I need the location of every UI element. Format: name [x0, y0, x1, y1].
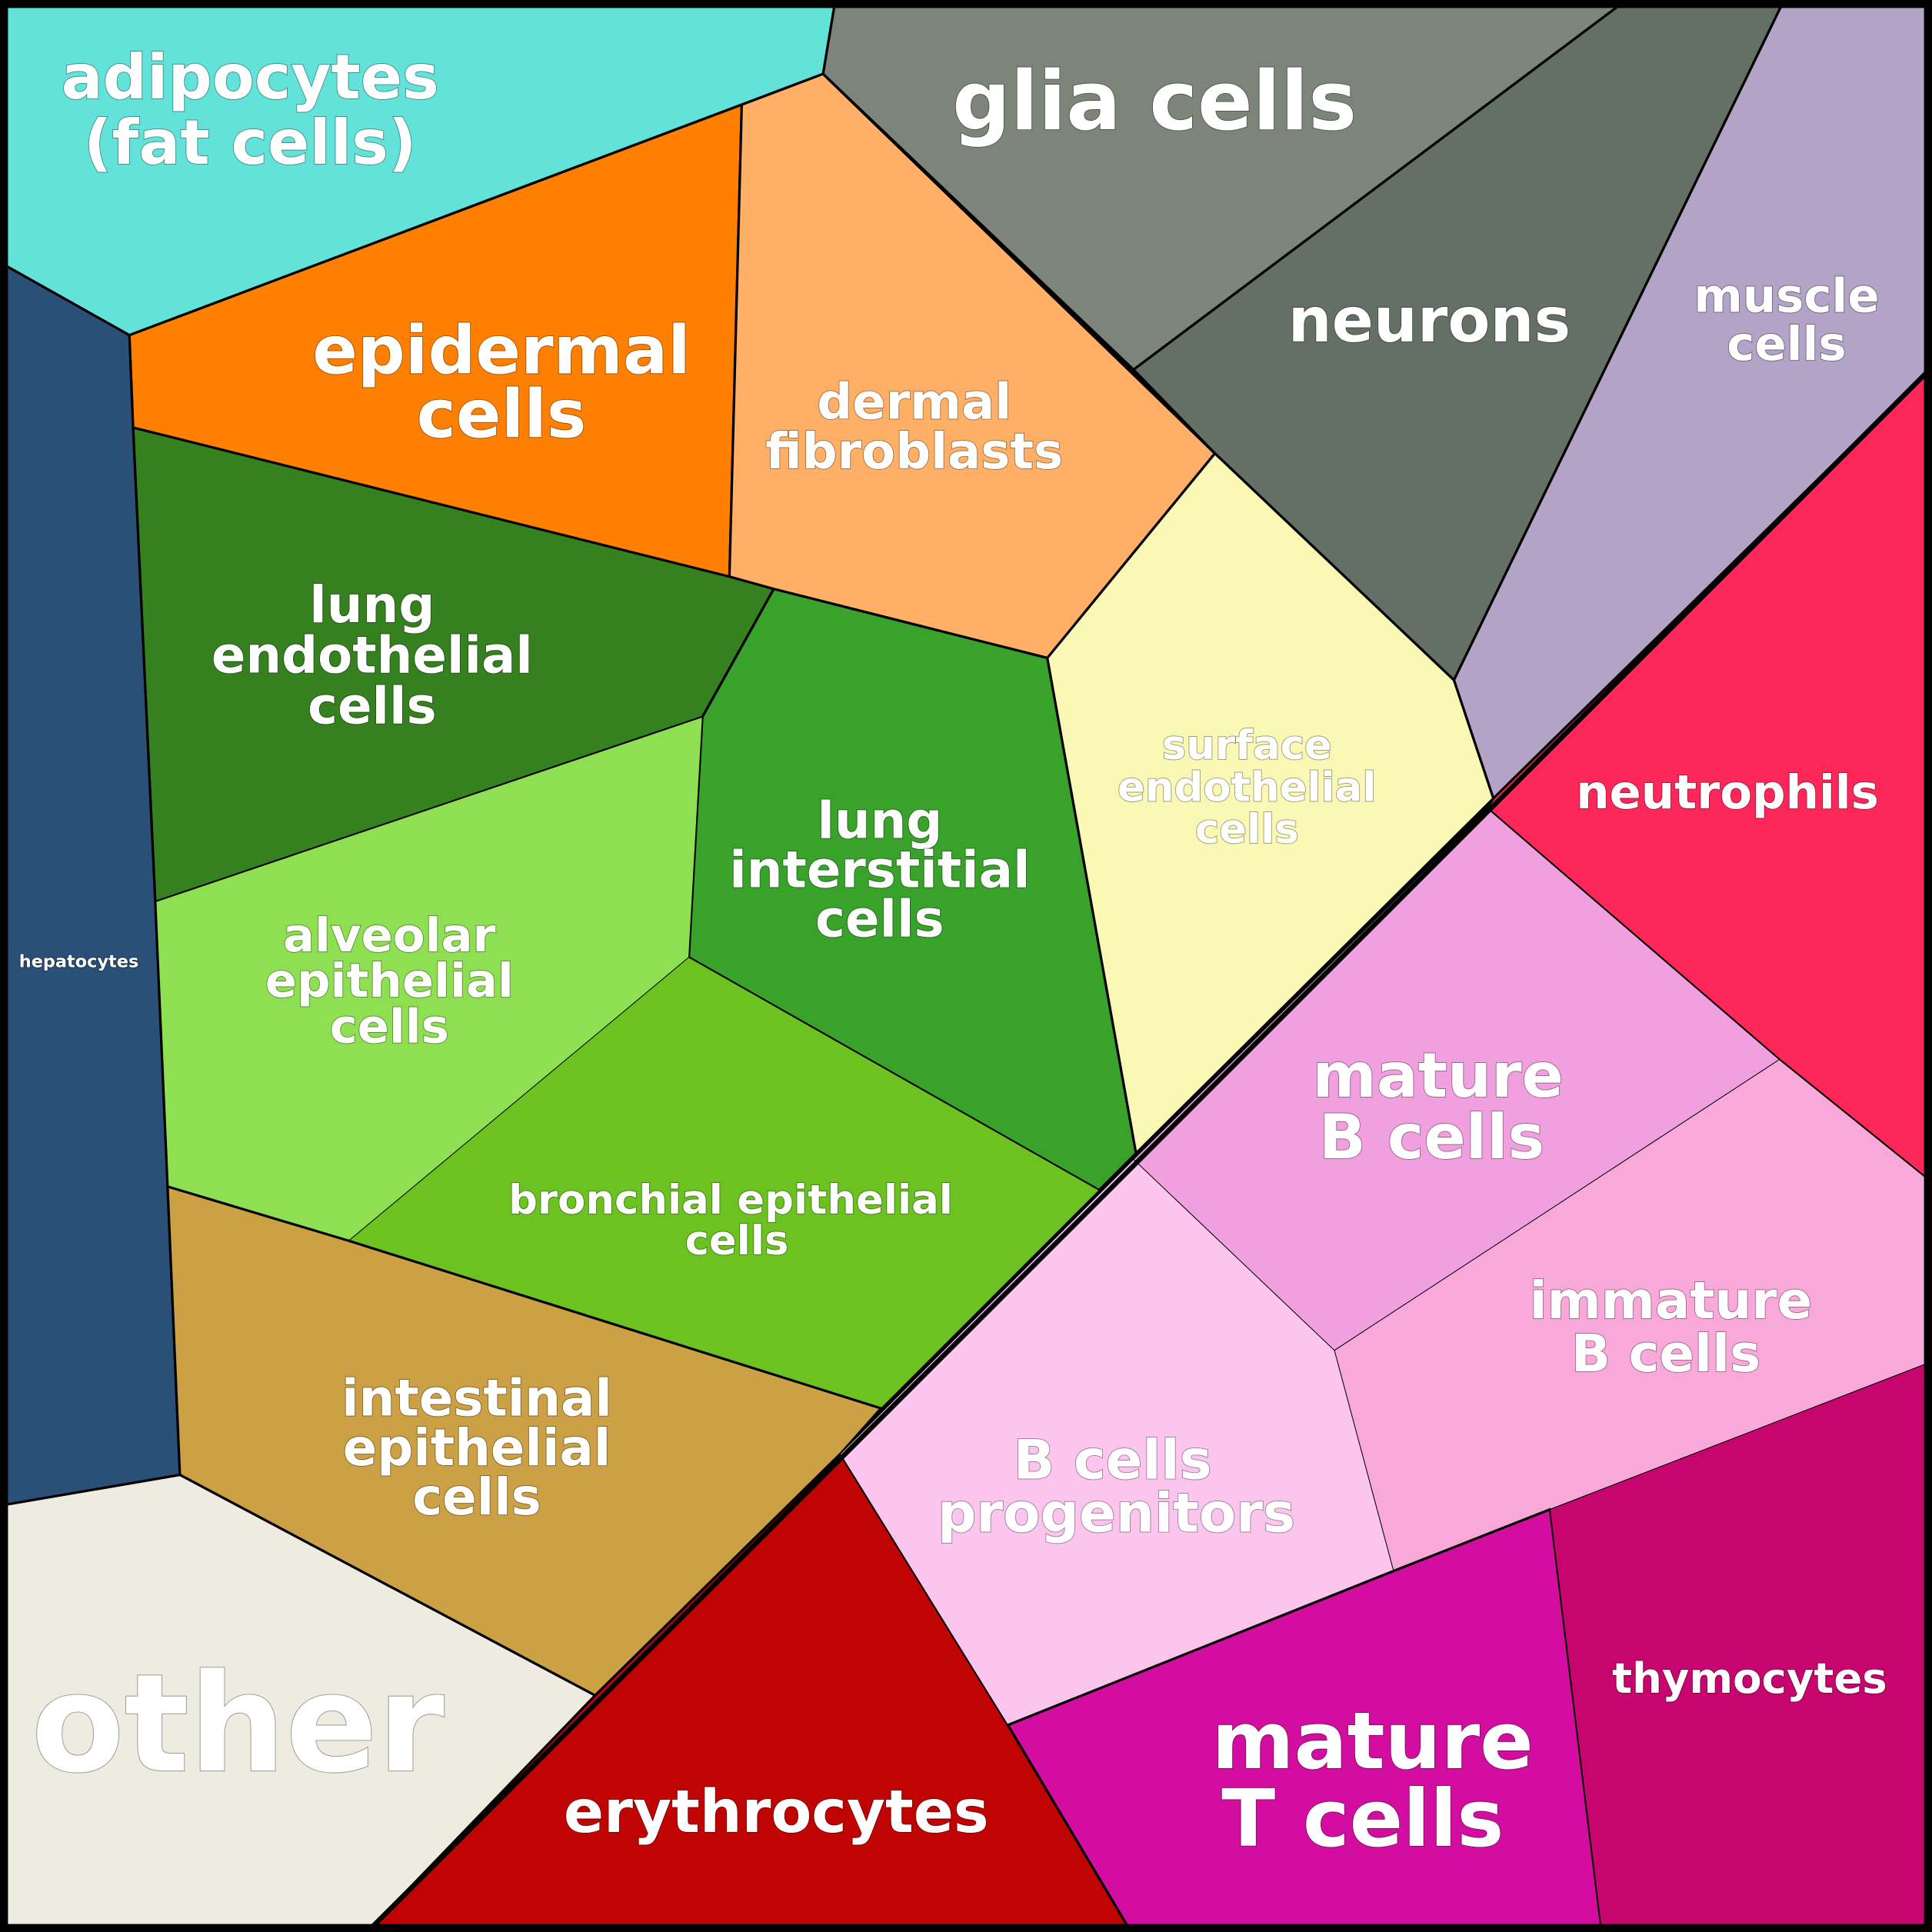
label-muscle: cells [1727, 317, 1846, 371]
label-epidermal: epidermal [312, 312, 691, 389]
label-lung-endothelial: lung [309, 576, 435, 635]
label-alveolar-epithelial: alveolar [283, 908, 496, 963]
label-surface-endothelial: endothelial [1118, 764, 1376, 811]
label-lung-interstitial: interstitial [729, 841, 1030, 899]
label-bronchial-epithelial: bronchial epithelial [508, 1177, 953, 1224]
label-epidermal: cells [417, 377, 587, 454]
cell-surface-endothelial [1046, 451, 1495, 1155]
label-adipocytes: adipocytes [62, 42, 439, 113]
label-neutrophils: neutrophils [1576, 765, 1879, 820]
label-lung-interstitial: cells [815, 891, 944, 949]
label-dermal-fibroblasts: dermal [817, 375, 1011, 431]
label-lung-endothelial: endothelial [212, 627, 533, 685]
label-other: other [32, 1644, 445, 1803]
label-intestinal-epithelial: epithelial [343, 1419, 611, 1477]
label-mature-t-cells: T cells [1221, 1774, 1504, 1865]
label-lung-endothelial: cells [308, 677, 437, 735]
label-hepatocytes: hepatocytes [19, 952, 139, 972]
label-glia: glia cells [952, 54, 1357, 148]
label-alveolar-epithelial: cells [330, 999, 449, 1054]
label-intestinal-epithelial: cells [412, 1468, 541, 1527]
label-thymocytes: thymocytes [1612, 1654, 1887, 1703]
major-divider [365, 365, 1932, 1932]
label-mature-t-cells: mature [1212, 1696, 1534, 1787]
label-adipocytes: (fat cells) [84, 107, 417, 178]
label-mature-b-cells: B cells [1319, 1101, 1544, 1173]
label-intestinal-epithelial: intestinal [341, 1370, 612, 1428]
label-muscle: muscle [1694, 268, 1879, 323]
label-immature-b-cells: B cells [1571, 1324, 1760, 1384]
label-immature-b-cells: immature [1530, 1271, 1812, 1331]
label-lung-interstitial: lung [817, 791, 942, 850]
label-dermal-fibroblasts: fibroblasts [765, 424, 1063, 481]
cell-thymocytes [1549, 1361, 1932, 1932]
label-b-cell-progenitors: progenitors [938, 1481, 1295, 1544]
label-alveolar-epithelial: epithelial [265, 954, 514, 1008]
label-erythrocytes: erythrocytes [564, 1778, 989, 1847]
label-neurons: neurons [1288, 285, 1571, 356]
labels: adipocytes (fat cells) glia cells neuron… [18, 41, 1888, 1866]
divider-glia-neurons [822, 72, 1216, 455]
label-b-cell-progenitors: B cells [1014, 1428, 1212, 1491]
label-bronchial-epithelial: cells [685, 1217, 789, 1264]
label-surface-endothelial: surface [1162, 722, 1332, 769]
label-surface-endothelial: cells [1195, 806, 1299, 853]
label-mature-b-cells: mature [1312, 1040, 1564, 1111]
